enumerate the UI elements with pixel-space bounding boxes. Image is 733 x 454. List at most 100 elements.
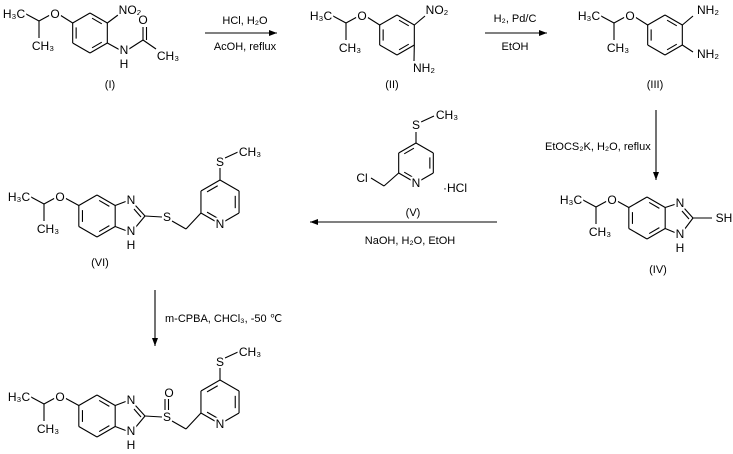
bond	[185, 212, 202, 230]
bond	[38, 14, 51, 22]
oxygen-label: O	[138, 13, 147, 27]
nitrogen-label: N	[676, 227, 685, 241]
ring-bond	[415, 172, 434, 184]
bond	[64, 397, 80, 406]
bond	[114, 425, 128, 432]
double-bond	[206, 211, 218, 219]
methyl-label: H₃C	[578, 9, 601, 23]
bond	[332, 15, 347, 24]
oxygen-label: O	[357, 9, 366, 23]
bond	[134, 204, 146, 217]
methyl-label: H₃C	[8, 190, 31, 204]
bond	[114, 225, 128, 232]
ring-bond	[664, 14, 683, 26]
double-bond	[91, 17, 103, 25]
double-bond	[98, 199, 110, 207]
arrowhead-icon	[310, 219, 318, 225]
double-bond	[98, 425, 110, 433]
bond	[134, 404, 146, 417]
bond	[224, 351, 239, 359]
compound-label-I: (I)	[105, 79, 115, 91]
step1-conditions: AcOH, reflux	[214, 41, 277, 53]
ring-bond	[72, 12, 91, 24]
bond	[134, 415, 146, 429]
bond	[144, 215, 163, 218]
arrowhead-icon	[539, 30, 547, 36]
bond	[106, 14, 119, 24]
arrowhead-icon	[152, 338, 158, 346]
sulfur-label: S	[163, 410, 171, 424]
double-bond	[206, 411, 218, 419]
step2-conditions: EtOH	[502, 41, 529, 53]
bond	[413, 15, 426, 26]
bond	[681, 15, 694, 26]
oxygen-label: O	[50, 7, 59, 21]
ring-bond	[72, 42, 91, 54]
step3-conditions: EtOCS₂K, H₂O, reflux	[545, 141, 651, 153]
methyl-label: CH₃	[239, 345, 261, 359]
step5-conditions: m-CPBA, CHCl₃, -50 ℃	[165, 313, 282, 325]
methyl-label: CH₃	[32, 39, 54, 53]
ring-bond	[379, 14, 398, 26]
amino-label: NH₂	[697, 3, 719, 17]
amino-label: NH₂	[697, 47, 719, 61]
oxygen-label: O	[55, 390, 64, 404]
bond	[107, 42, 121, 51]
compound-label-III: (III)	[647, 79, 664, 91]
double-bond	[206, 185, 218, 193]
ring-bond	[646, 228, 666, 240]
oxygen-label: O	[607, 193, 616, 207]
bond	[114, 400, 128, 407]
chlorine-label: Cl	[356, 171, 367, 185]
methyl-label: H₃C	[3, 7, 26, 21]
bond	[59, 14, 73, 24]
ring-bond	[396, 14, 415, 26]
pyridine-nitrogen-label: N	[216, 217, 225, 231]
ring-bond	[646, 196, 666, 208]
bond	[114, 200, 128, 207]
methyl-label: CH₃	[239, 145, 261, 159]
ring-bond	[89, 42, 108, 54]
nitrogen-label: N	[127, 424, 136, 438]
compound-label-IV: (IV)	[649, 264, 667, 276]
ring-bond	[398, 142, 417, 154]
ring-bond	[78, 194, 98, 206]
ring-bond	[200, 379, 221, 392]
methyl-label: H₃C	[8, 390, 31, 404]
ring-bond	[219, 212, 240, 225]
pyridine-nitrogen-label: N	[216, 417, 225, 431]
hydrogen-label: H	[127, 238, 136, 252]
bond	[30, 196, 45, 205]
double-bond	[98, 399, 110, 407]
arrowhead-icon	[653, 172, 659, 180]
double-bond	[398, 19, 410, 27]
double-bond	[648, 227, 660, 235]
hcl-salt-label: ·HCl	[443, 181, 467, 195]
bond	[683, 217, 694, 231]
sulfoxide-oxygen-label: O	[164, 386, 173, 400]
double-bond	[681, 210, 690, 220]
nitrogen-label: N	[127, 224, 136, 238]
bond	[25, 13, 40, 22]
ring-bond	[628, 228, 648, 240]
bond	[224, 151, 239, 159]
step1-reagents: HCl, H₂O	[222, 15, 268, 27]
ring-bond	[647, 44, 666, 56]
ring-bond	[96, 194, 116, 206]
bond	[134, 215, 146, 229]
bond	[682, 44, 694, 53]
double-bond	[206, 385, 218, 393]
ring-bond	[396, 44, 415, 56]
bond	[64, 197, 80, 206]
ring-bond	[89, 12, 108, 24]
methyl-label: H₃C	[560, 193, 583, 207]
bond	[366, 16, 380, 26]
methyl-label: CH₃	[436, 108, 458, 122]
bonds-layer	[25, 12, 712, 438]
ring-bond	[664, 44, 683, 56]
ring-bond	[78, 226, 98, 238]
bond	[128, 39, 144, 50]
methyl-label: CH₃	[607, 41, 629, 55]
nitrogen-label: N	[676, 196, 685, 210]
